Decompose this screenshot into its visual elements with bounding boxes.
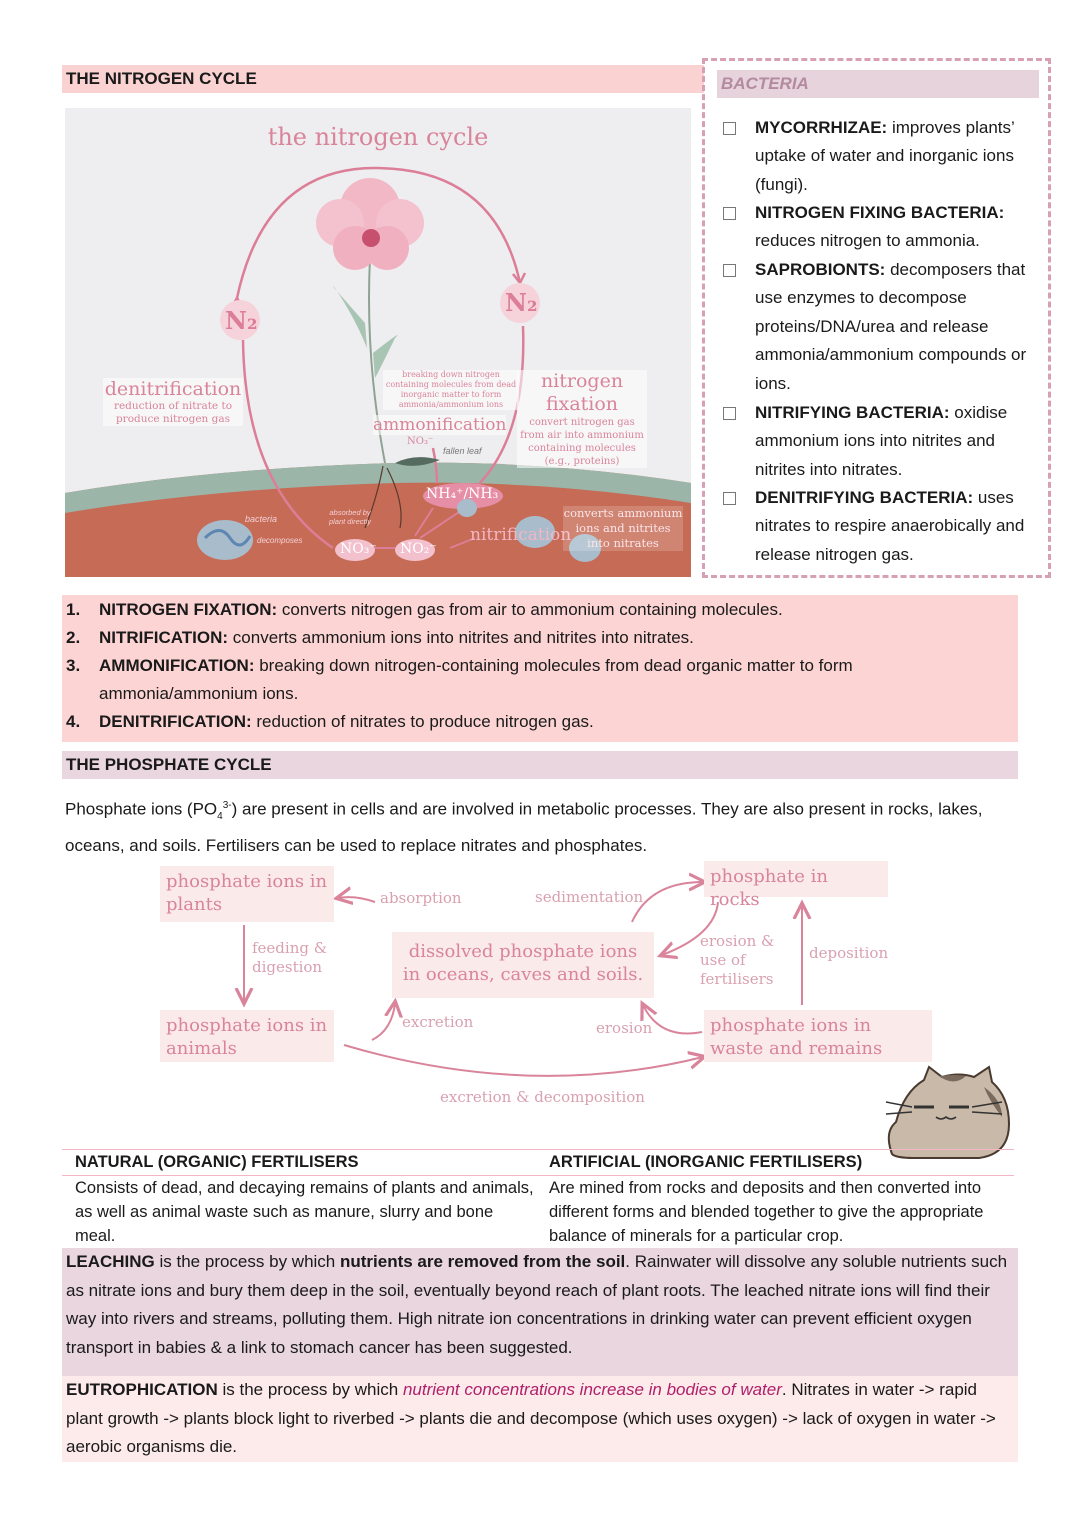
artificial-fertiliser-title: ARTIFICIAL (INORGANIC FERTILISERS)	[549, 1153, 863, 1171]
leaching-text-b: . Rainwater will dissolve any soluble nu…	[66, 1252, 1008, 1357]
process-number: 3.	[66, 656, 81, 675]
no3-top-label: NO₃⁻	[407, 436, 434, 447]
nitrification-desc: converts ammonium ions and nitrites into…	[563, 506, 683, 551]
phosphate-intro-sub: 4	[217, 811, 223, 823]
erosion-label: erosion	[596, 1019, 653, 1037]
process-item: 4. DENITRIFICATION: reduction of nitrates…	[66, 708, 1014, 736]
bacteria-desc: reduces nitrogen to ammonia.	[755, 231, 980, 251]
process-item: 1. NITROGEN FIXATION: converts nitrogen g…	[66, 596, 1014, 624]
natural-fertiliser: NATURAL (ORGANIC) FERTILISERS Consists o…	[75, 1153, 535, 1248]
deposition-label: deposition	[809, 944, 889, 962]
leaching-bold: nutrients are removed from the soil	[339, 1252, 626, 1271]
process-term: DENITRIFICATION:	[99, 712, 252, 731]
process-desc: reduction of nitrates to produce nitroge…	[251, 712, 594, 731]
denitrification-desc: reduction of nitrate to produce nitrogen…	[113, 400, 233, 425]
bacteria-desc: decomposers that use enzymes to decompos…	[755, 260, 1027, 393]
phosphate-intro: Phosphate ions (PO43-) are present in ce…	[65, 792, 1015, 860]
animals-node: phosphate ions in animals	[160, 1010, 334, 1062]
process-term: NITRIFICATION:	[99, 628, 229, 647]
nitrogen-fixation-label: nitrogen fixation	[540, 370, 624, 415]
plants-node: phosphate ions in plants	[160, 866, 334, 922]
nitrification-label: nitrification	[470, 525, 572, 545]
n2-left-label: N₂	[225, 306, 258, 335]
erosion-use-label: erosion & use of fertilisers	[700, 932, 775, 988]
checkbox-icon	[723, 264, 736, 277]
bacteria-box: BACTERIA MYCORRHIZAE: improves plants’ u…	[702, 58, 1051, 578]
eutrophication-section: EUTROPHICATION is the process by which n…	[62, 1376, 1018, 1462]
cat-icon	[885, 1065, 1011, 1159]
nitrogen-cycle-header: THE NITROGEN CYCLE	[62, 65, 704, 93]
bacteria-term: NITROGEN FIXING BACTERIA:	[755, 203, 1005, 222]
ammonification-label: ammonification	[373, 415, 507, 435]
flower-icon	[316, 178, 424, 270]
leaching-term: LEACHING	[66, 1252, 155, 1271]
nh4-label: NH₄⁺/NH₃	[426, 486, 499, 502]
feeding-label: feeding & digestion	[252, 939, 328, 976]
natural-fertiliser-text: Consists of dead, and decaying remains o…	[75, 1179, 534, 1245]
checkbox-icon	[723, 407, 736, 420]
bacteria-small-label: bacteria	[245, 514, 278, 524]
phosphate-intro-a: Phosphate ions (PO	[65, 799, 218, 819]
nitrogen-process-list: 1. NITROGEN FIXATION: converts nitrogen g…	[62, 595, 1018, 742]
bacteria-desc: uses nitrates to respire anaerobically a…	[755, 488, 1025, 564]
process-term: AMMONIFICATION:	[99, 656, 255, 675]
eutrophication-text-b: . Nitrates in water -> rapid plant growt…	[66, 1380, 996, 1456]
process-desc: converts nitrogen gas from air to ammoni…	[277, 600, 783, 619]
artificial-fertiliser-text: Are mined from rocks and deposits and th…	[549, 1179, 984, 1245]
no3-label: NO₃⁻	[340, 541, 377, 557]
phosphate-intro-sup: 3-	[222, 800, 232, 811]
ammonification-desc: breaking down nitrogen containing molecu…	[383, 370, 519, 410]
process-number: 4.	[66, 712, 81, 731]
bacteria-desc: improves plants’ uptake of water and ino…	[755, 118, 1015, 194]
process-number: 1.	[66, 600, 81, 619]
denitrification-label: denitrification	[104, 378, 242, 400]
checkbox-icon	[723, 122, 736, 135]
fertiliser-table-rule	[62, 1175, 1014, 1176]
fertiliser-table-border	[62, 1149, 1014, 1150]
eutrophication-text-a: is the process by which	[217, 1380, 403, 1399]
rocks-node: phosphate in rocks	[704, 861, 888, 910]
process-item: 2. NITRIFICATION: converts ammonium ions …	[66, 624, 1014, 652]
eutrophication-term: EUTROPHICATION	[66, 1380, 218, 1399]
checkbox-icon	[723, 492, 736, 505]
checkbox-icon	[723, 207, 736, 220]
dissolved-node: dissolved phosphate ions in oceans, cave…	[392, 932, 654, 998]
artificial-fertiliser: ARTIFICIAL (INORGANIC FERTILISERS) Are m…	[549, 1153, 1009, 1248]
decomposes-label: decomposes	[257, 536, 303, 545]
process-item: 3. AMMONIFICATION: breaking down nitrogen…	[66, 652, 1014, 708]
bacteria-term: MYCORRHIZAE:	[755, 118, 888, 137]
nitrogen-cycle-diagram: the nitrogen cycle N₂ N₂ denitrification…	[65, 108, 691, 577]
nitrogen-diagram-art	[65, 166, 691, 577]
natural-fertiliser-title: NATURAL (ORGANIC) FERTILISERS	[75, 1153, 359, 1171]
absorbed-label: absorbed by plant directly	[328, 508, 372, 526]
phosphate-intro-b: ) are present in cells and are involved …	[65, 799, 983, 855]
bacteria-term: NITRIFYING BACTERIA:	[755, 403, 950, 422]
denitrification-block: denitrification reduction of nitrate to …	[103, 378, 243, 426]
leaching-section: LEACHING is the process by which nutrien…	[62, 1248, 1018, 1376]
sedimentation-label: sedimentation	[535, 888, 644, 906]
no2-label: NO₂⁻	[400, 541, 437, 557]
excretion-decomposition-label: excretion & decomposition	[440, 1088, 645, 1106]
n2-right-label: N₂	[505, 288, 538, 317]
eutrophication-italic: nutrient concentrations increase in bodi…	[402, 1380, 782, 1399]
process-number: 2.	[66, 628, 81, 647]
absorption-label: absorption	[380, 889, 462, 907]
fixation-desc: convert nitrogen gas from air into ammon…	[520, 417, 644, 467]
leaching-text-a: is the process by which	[154, 1252, 340, 1271]
waste-node: phosphate ions in waste and remains	[704, 1010, 932, 1062]
bacteria-desc: oxidise ammonium ions into nitrites and …	[755, 403, 1008, 479]
bacteria-term: DENITRIFYING BACTERIA:	[755, 488, 974, 507]
process-desc: converts ammonium ions into nitrites and…	[228, 628, 694, 647]
process-desc: breaking down nitrogen-containing molecu…	[99, 656, 853, 703]
diagram-title: the nitrogen cycle	[267, 123, 489, 151]
fixation-block: nitrogen fixation convert nitrogen gas f…	[517, 370, 647, 468]
excretion-label: excretion	[402, 1013, 474, 1031]
phosphate-cycle-header: THE PHOSPHATE CYCLE	[62, 751, 1018, 779]
fallen-leaf-label: fallen leaf	[443, 446, 482, 456]
bacteria-term: SAPROBIONTS:	[755, 260, 886, 279]
process-term: NITROGEN FIXATION:	[99, 600, 278, 619]
bacteria-title: BACTERIA	[717, 70, 1039, 98]
